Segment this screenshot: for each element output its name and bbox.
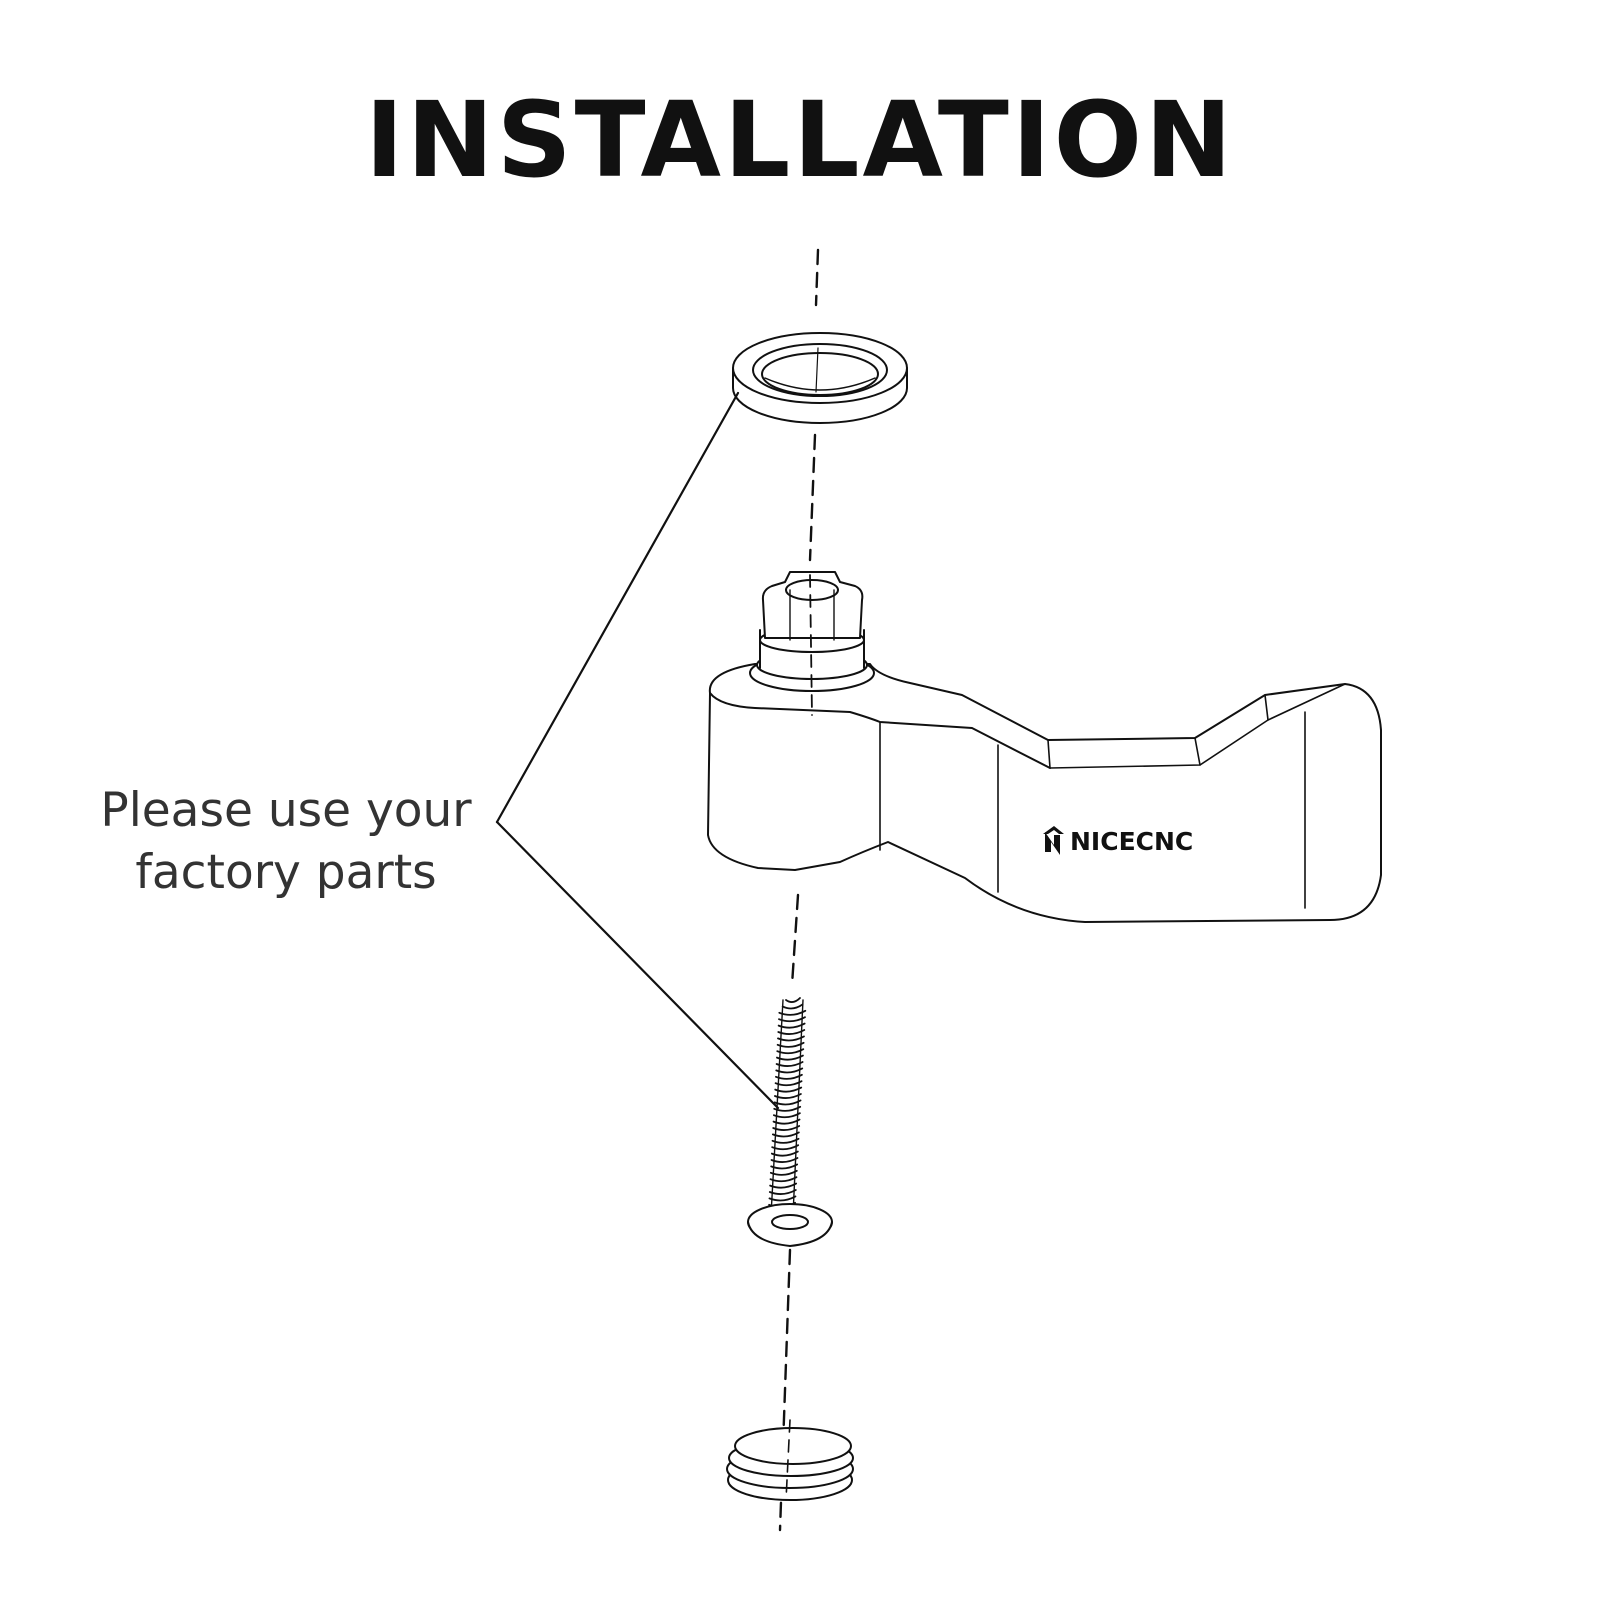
screw-thread (777, 1022, 806, 1029)
screw-thread (769, 1176, 798, 1183)
end-cap-plug (726, 1419, 854, 1501)
callout-line-2: factory parts (135, 845, 437, 900)
screw-thread (778, 1009, 807, 1016)
screw-thread (771, 1137, 800, 1144)
screw-thread (770, 1150, 799, 1157)
screw-thread (770, 1157, 799, 1163)
screw-thread (776, 1041, 805, 1048)
page-title: INSTALLATION (364, 79, 1236, 201)
washer-ring (732, 332, 908, 424)
assembly-axis (778, 248, 820, 1532)
screw-thread (772, 1112, 801, 1119)
screw-thread (781, 1003, 804, 1010)
lever-handle (707, 571, 1382, 923)
nicecnc-logo-icon (1043, 826, 1064, 855)
screw-thread (771, 1131, 800, 1138)
screw-thread (776, 1054, 804, 1061)
screw-thread (774, 1093, 802, 1099)
screw-thread (777, 1029, 806, 1035)
screw-thread (775, 1067, 804, 1074)
screw-thread (775, 1061, 804, 1067)
screw-thread (773, 1099, 802, 1106)
screw-thread (777, 1035, 805, 1042)
screw-thread (774, 1080, 803, 1087)
screw-thread (769, 1169, 798, 1176)
screw-thread (778, 1016, 806, 1023)
brand-name: NICECNC (1070, 827, 1193, 856)
screw-thread (772, 1125, 801, 1131)
factory-parts-callout: Please use your factory parts (100, 780, 472, 904)
callout-line-1: Please use your (100, 783, 472, 838)
nicecnc-logo: NICECNC (1043, 826, 1193, 856)
screw-thread (776, 1048, 805, 1055)
screw-thread (768, 1195, 797, 1202)
screw (747, 997, 833, 1247)
screw-thread (769, 1182, 798, 1189)
screw-thread (772, 1118, 801, 1125)
screw-thread (775, 1073, 803, 1080)
callout-leader-lines (495, 391, 780, 1110)
screw-thread (774, 1086, 803, 1093)
screw-thread (770, 1163, 799, 1170)
screw-thread (785, 997, 801, 1003)
screw-thread (771, 1144, 800, 1151)
screw-thread (768, 1189, 797, 1195)
